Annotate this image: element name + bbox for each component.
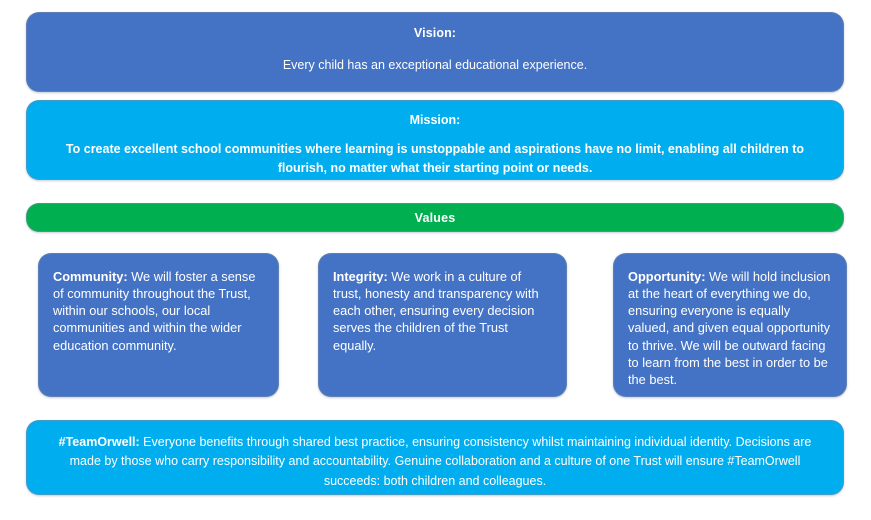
- mission-panel: Mission: To create excellent school comm…: [26, 100, 844, 180]
- value-card-lead-label: Integrity:: [333, 269, 388, 284]
- value-card-text: Community: We will foster a sense of com…: [53, 268, 264, 354]
- value-card-opportunity: Opportunity: We will hold inclusion at t…: [613, 253, 847, 397]
- vision-body: Every child has an exceptional education…: [282, 58, 588, 73]
- value-card-community: Community: We will foster a sense of com…: [38, 253, 279, 397]
- value-card-text: Integrity: We work in a culture of trust…: [333, 268, 552, 354]
- team-orwell-text: #TeamOrwell: Everyone benefits through s…: [47, 433, 823, 491]
- vision-panel: Vision: Every child has an exceptional e…: [26, 12, 844, 92]
- value-card-lead-label: Opportunity:: [628, 269, 706, 284]
- value-card-body: We will foster a sense of community thro…: [53, 269, 256, 353]
- team-orwell-banner: #TeamOrwell: Everyone benefits through s…: [26, 420, 844, 495]
- team-orwell-lead-label: #TeamOrwell:: [58, 435, 140, 449]
- values-header-bar: Values: [26, 203, 844, 232]
- value-card-text: Opportunity: We will hold inclusion at t…: [628, 268, 832, 388]
- values-heading: Values: [414, 210, 456, 225]
- value-card-integrity: Integrity: We work in a culture of trust…: [318, 253, 567, 397]
- value-card-body: We will hold inclusion at the heart of e…: [628, 269, 831, 387]
- team-orwell-body: Everyone benefits through shared best pr…: [69, 435, 812, 488]
- value-card-body: We work in a culture of trust, honesty a…: [333, 269, 539, 353]
- value-card-lead-label: Community:: [53, 269, 128, 284]
- vision-heading: Vision:: [413, 26, 457, 40]
- mission-heading: Mission:: [409, 113, 461, 127]
- mission-body: To create excellent school communities w…: [65, 142, 805, 175]
